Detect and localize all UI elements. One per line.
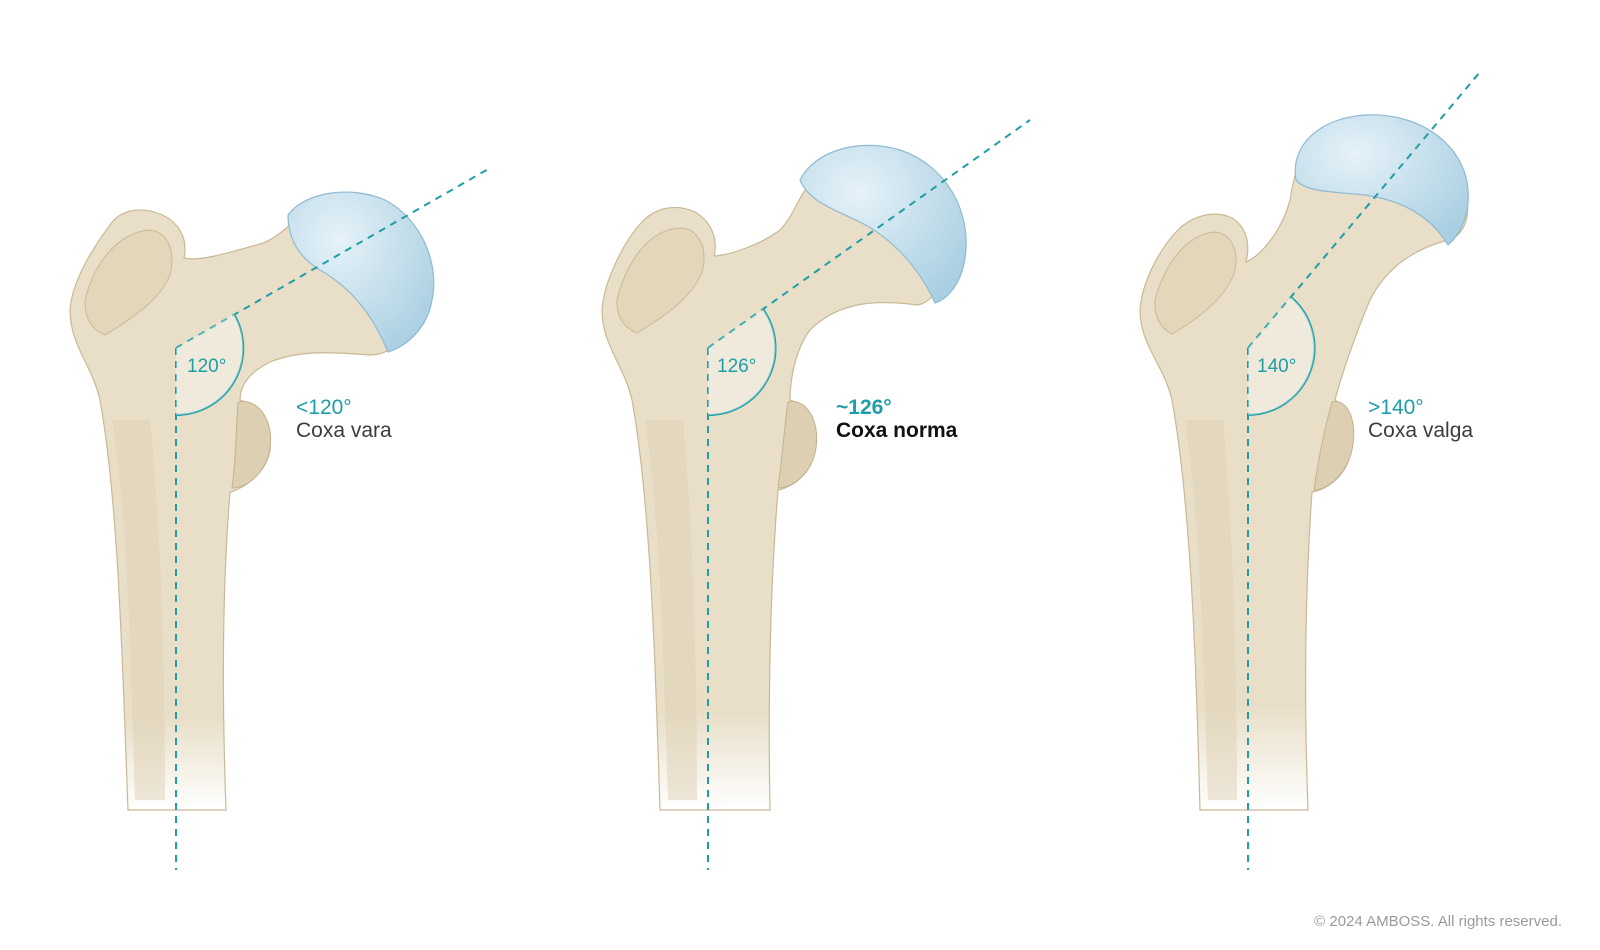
condition-name: Coxa vara	[296, 419, 392, 442]
femur-coxa-norma	[601, 119, 1031, 870]
greater-trochanter	[84, 229, 173, 336]
angle-value: <120°	[296, 396, 352, 419]
angle-arc	[175, 313, 245, 417]
neck-axis	[707, 119, 1031, 349]
lesser-trochanter	[1313, 401, 1355, 491]
femur-coxa-valga	[1139, 71, 1481, 870]
femur-coxa-vara	[69, 167, 491, 870]
label-coxa-vara: <120° Coxa vara	[296, 396, 392, 442]
label-coxa-norma: ~126° Coxa norma	[836, 396, 957, 442]
femur-body	[1139, 127, 1469, 811]
label-coxa-valga: >140° Coxa valga	[1368, 396, 1473, 442]
greater-trochanter	[616, 227, 705, 334]
inner-angle-label: 140°	[1257, 356, 1297, 377]
angle-value: >140°	[1368, 396, 1424, 419]
angle-fill	[1248, 297, 1315, 415]
femoral-head	[287, 191, 435, 353]
angle-value: ~126°	[836, 396, 892, 419]
inner-angle-label: 126°	[717, 356, 757, 377]
lesser-trochanter	[777, 401, 818, 489]
angle-arc	[707, 308, 777, 417]
lesser-trochanter	[231, 401, 272, 489]
greater-trochanter	[1154, 231, 1237, 335]
copyright-notice: © 2024 AMBOSS. All rights reserved.	[1314, 913, 1562, 930]
inner-angle-label: 120°	[187, 356, 227, 377]
angle-arc	[1247, 296, 1316, 416]
shaft-shading	[1185, 420, 1237, 800]
femoral-head	[1294, 114, 1469, 246]
condition-name: Coxa valga	[1368, 419, 1474, 442]
neck-axis	[1247, 71, 1481, 349]
angle-fill	[176, 314, 244, 416]
condition-name: Coxa norma	[836, 419, 958, 442]
neck-axis	[175, 167, 491, 349]
angle-fill	[708, 309, 776, 416]
shaft-shading	[645, 420, 697, 800]
shaft-shading	[112, 420, 165, 800]
